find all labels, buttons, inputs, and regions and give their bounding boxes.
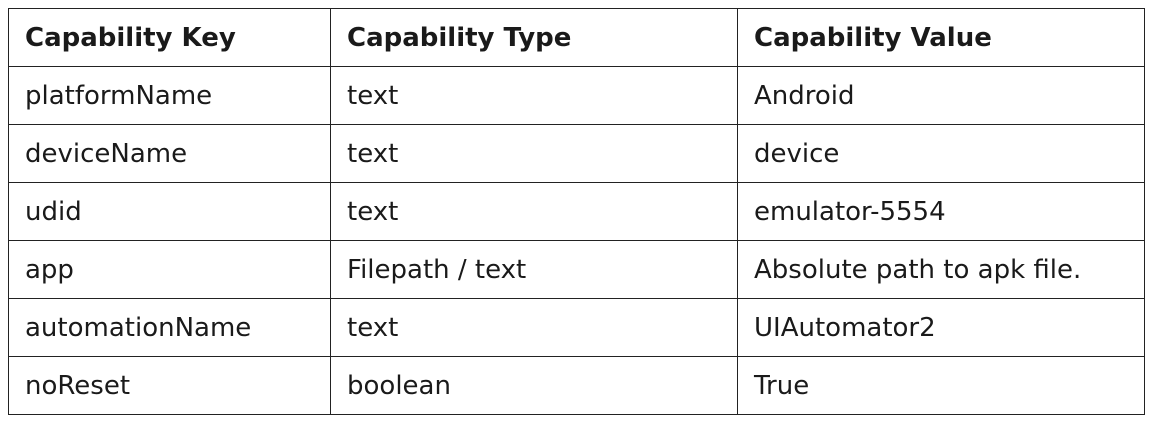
cell-key: app <box>8 240 331 299</box>
table-row: noReset boolean True <box>8 356 1145 415</box>
table-row: deviceName text device <box>8 124 1145 183</box>
header-capability-type: Capability Type <box>330 8 738 67</box>
cell-value: device <box>737 124 1145 183</box>
cell-type: text <box>330 298 738 357</box>
header-capability-value: Capability Value <box>737 8 1145 67</box>
cell-type: boolean <box>330 356 738 415</box>
cell-key: platformName <box>8 66 331 125</box>
cell-key: deviceName <box>8 124 331 183</box>
cell-value: emulator-5554 <box>737 182 1145 241</box>
cell-key: noReset <box>8 356 331 415</box>
cell-type: Filepath / text <box>330 240 738 299</box>
cell-type: text <box>330 182 738 241</box>
header-capability-key: Capability Key <box>8 8 331 67</box>
capabilities-table: Capability Key Capability Type Capabilit… <box>8 8 1145 415</box>
table-row: platformName text Android <box>8 66 1145 125</box>
cell-value: Absolute path to apk file. <box>737 240 1145 299</box>
cell-value: Android <box>737 66 1145 125</box>
cell-value: UIAutomator2 <box>737 298 1145 357</box>
cell-key: automationName <box>8 298 331 357</box>
header-row: Capability Key Capability Type Capabilit… <box>8 8 1145 67</box>
cell-value: True <box>737 356 1145 415</box>
table-row: udid text emulator-5554 <box>8 182 1145 241</box>
cell-type: text <box>330 66 738 125</box>
cell-key: udid <box>8 182 331 241</box>
table-row: app Filepath / text Absolute path to apk… <box>8 240 1145 299</box>
table-row: automationName text UIAutomator2 <box>8 298 1145 357</box>
cell-type: text <box>330 124 738 183</box>
